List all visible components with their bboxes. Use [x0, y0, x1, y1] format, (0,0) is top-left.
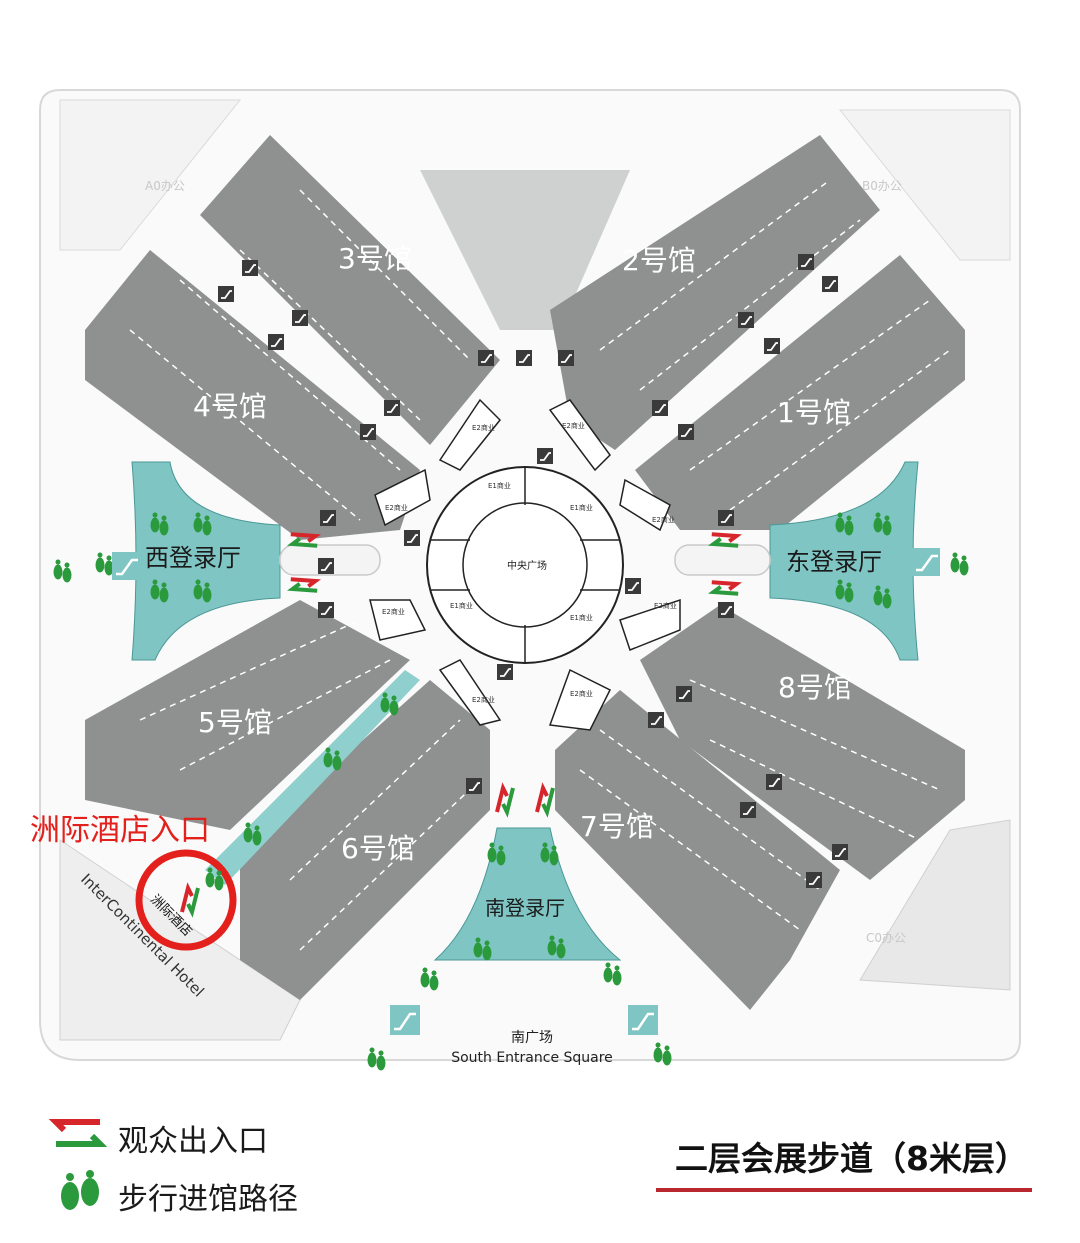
escalator-icon — [317, 601, 335, 619]
hall-7[interactable] — [555, 690, 840, 1010]
west-lobby-label: 西登录厅 — [145, 544, 241, 572]
hall-1-label: 1号馆 — [777, 396, 851, 429]
hall-8[interactable] — [640, 605, 965, 880]
legend-entrance-label: 观众出入口 — [118, 1124, 268, 1159]
office-a0: A0办公 — [145, 178, 185, 193]
escalator-icon — [359, 423, 377, 441]
hall-7-label: 7号馆 — [580, 810, 654, 843]
escalator-icon — [317, 557, 335, 575]
south-lobby-label: 南登录厅 — [485, 896, 565, 920]
hotel-entrance-label: 洲际酒店入口 — [30, 813, 210, 848]
escalator-icon — [805, 871, 823, 889]
escalator-icon — [737, 311, 755, 329]
commercial-e2: E2商业 — [652, 515, 675, 524]
escalator-icon — [267, 333, 285, 351]
commercial-e1: E1商业 — [570, 613, 593, 622]
escalator-icon — [675, 685, 693, 703]
escalator-icon — [831, 843, 849, 861]
page-title: 二层会展步道（8米层） — [675, 1139, 1028, 1178]
escalator-icon — [821, 275, 839, 293]
title-underline — [656, 1188, 1032, 1192]
commercial-e2: E2商业 — [385, 503, 408, 512]
escalator-icon — [536, 447, 554, 465]
escalator-icon — [496, 663, 514, 681]
escalator-icon — [624, 577, 642, 595]
escalator-icon — [797, 253, 815, 271]
escalator-icon — [677, 423, 695, 441]
commercial-e2: E2商业 — [472, 695, 495, 704]
hall-4[interactable] — [85, 250, 420, 540]
hall-2-label: 2号馆 — [622, 244, 696, 277]
hall-labels: 3号馆 2号馆 4号馆 1号馆 5号馆 8号馆 6号馆 7号馆 — [193, 242, 852, 865]
escalator-icon — [717, 601, 735, 619]
escalator-icon — [765, 773, 783, 791]
entrance-arrow-icon — [48, 1119, 108, 1147]
escalator-icon — [217, 285, 235, 303]
south-lobby[interactable] — [433, 827, 622, 961]
commercial-e1: E1商业 — [450, 601, 473, 610]
hall-3-label: 3号馆 — [338, 242, 412, 275]
escalator-icon — [291, 309, 309, 327]
hall-3[interactable] — [200, 135, 500, 445]
commercial-labels: E1商业 E1商业 E1商业 E1商业 E2商业 E2商业 E2商业 E2商业 … — [382, 421, 677, 704]
lobbies — [131, 461, 919, 961]
hall-8-label: 8号馆 — [778, 671, 852, 704]
commercial-e2: E2商业 — [570, 689, 593, 698]
escalator-icon — [383, 399, 401, 417]
hall-5-label: 5号馆 — [198, 706, 272, 739]
escalator-icon — [557, 349, 575, 367]
hall-5[interactable] — [85, 600, 410, 830]
commercial-e2: E2商业 — [562, 421, 585, 430]
escalator-icon — [717, 509, 735, 527]
escalator-icon — [403, 529, 421, 547]
footprint-icon — [61, 1170, 99, 1210]
escalator-icon — [465, 777, 483, 795]
commercial-blocks — [369, 398, 681, 731]
commercial-e2: E2商业 — [472, 423, 495, 432]
escalator-icon — [763, 337, 781, 355]
hall-6-label: 6号馆 — [341, 832, 415, 865]
south-square-label-en: South Entrance Square — [451, 1050, 613, 1066]
east-lobby-label: 东登录厅 — [786, 548, 882, 576]
escalator-icon — [647, 711, 665, 729]
office-b0: B0办公 — [862, 178, 902, 193]
office-c0: C0办公 — [866, 930, 906, 945]
escalator-icon — [319, 509, 337, 527]
east-lobby[interactable] — [769, 461, 919, 661]
hall-6[interactable] — [240, 680, 490, 1000]
south-square-label: 南广场 — [511, 1030, 553, 1046]
escalator-icon — [515, 349, 533, 367]
escalator-icon — [477, 349, 495, 367]
commercial-e1: E1商业 — [488, 481, 511, 490]
central-plaza[interactable] — [426, 466, 624, 664]
commercial-e2: E2商业 — [382, 607, 405, 616]
escalator-icon — [739, 801, 757, 819]
escalator-icon — [241, 259, 259, 277]
legend-walk-path-label: 步行进馆路径 — [118, 1182, 298, 1217]
commercial-e2: E2商业 — [654, 601, 677, 610]
commercial-e1: E1商业 — [570, 503, 593, 512]
hall-2[interactable] — [550, 135, 880, 450]
lobby-escalator-signs — [112, 548, 940, 1035]
hotel-entrance-highlight — [135, 849, 237, 951]
hall-grid-lines — [129, 179, 951, 951]
hall-4-label: 4号馆 — [193, 390, 267, 423]
central-plaza-label: 中央广场 — [507, 559, 547, 572]
walkways — [279, 544, 771, 576]
escalator-icon — [651, 399, 669, 417]
